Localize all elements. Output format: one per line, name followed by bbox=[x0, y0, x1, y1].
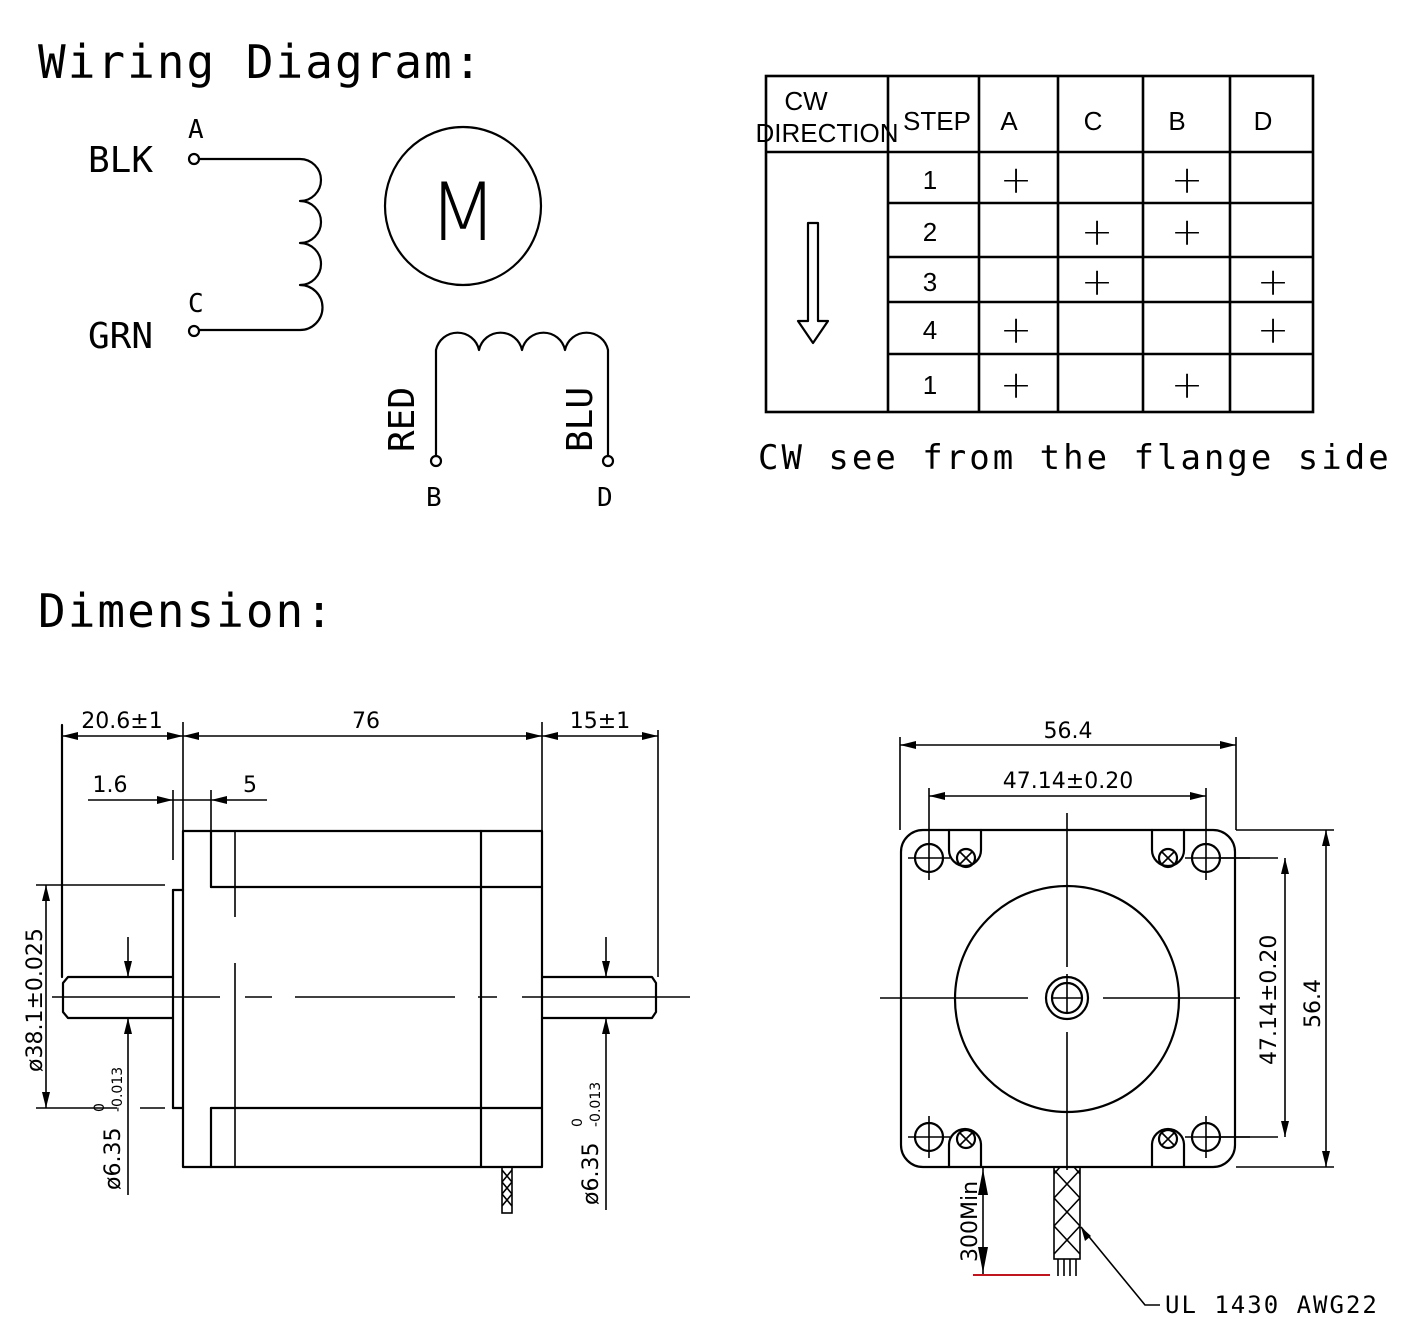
energized-mark-b: + bbox=[1171, 363, 1203, 407]
energized-mark-a: + bbox=[1000, 158, 1032, 202]
dim-hole-spacing-horizontal: 47.14±0.20 bbox=[1003, 769, 1133, 794]
screw-tab-tr bbox=[1150, 828, 1186, 869]
table-row: 1 + + bbox=[923, 363, 1203, 407]
terminal-label-d: D bbox=[597, 483, 613, 513]
wiring-diagram-title: Wiring Diagram: bbox=[38, 35, 483, 89]
wire-label-red: RED bbox=[382, 387, 423, 452]
step-number: 1 bbox=[923, 165, 937, 195]
header-b: B bbox=[1168, 106, 1185, 136]
coil-1: BLK A GRN C bbox=[88, 115, 324, 357]
dim-front-shaft-length: 20.6±1 bbox=[81, 709, 162, 734]
dim-front-shaft-upper-tol: 0 bbox=[92, 1103, 108, 1112]
dim-front-shaft-diameter: ø6.35 bbox=[101, 1128, 126, 1190]
dim-body-length: 76 bbox=[352, 709, 380, 734]
front-view: 56.4 47.14±0.20 47.14±0.20 56.4 300Min U… bbox=[880, 719, 1379, 1319]
dim-pilot-diameter: ø38.1±0.025 bbox=[23, 928, 48, 1072]
header-d: D bbox=[1254, 106, 1273, 136]
dim-rear-shaft-diameter: ø6.35 bbox=[579, 1143, 604, 1205]
coil-2-winding bbox=[434, 331, 610, 458]
side-view: 20.6±1 76 15±1 1.6 5 ø38.1±0.025 ø6.35 0… bbox=[23, 709, 690, 1214]
table-row: 2 + + bbox=[923, 210, 1203, 254]
energized-mark-c: + bbox=[1081, 210, 1113, 254]
dimension-title: Dimension: bbox=[38, 584, 335, 638]
energized-mark-c: + bbox=[1081, 260, 1113, 304]
dim-flange-thickness: 5 bbox=[243, 773, 257, 798]
table-row: 3 + + bbox=[923, 260, 1289, 304]
motor-body bbox=[181, 829, 544, 1169]
header-a: A bbox=[1000, 106, 1018, 136]
mounting-hole-tr bbox=[1185, 838, 1250, 880]
table-rows: 1++2++3++4++1++ bbox=[923, 158, 1289, 407]
lead-cable bbox=[1053, 1166, 1081, 1260]
mounting-hole-tl bbox=[908, 838, 950, 880]
energized-mark-a: + bbox=[1000, 363, 1032, 407]
header-step: STEP bbox=[903, 106, 971, 136]
lead-wire-ends bbox=[1057, 1259, 1077, 1276]
energized-mark-b: + bbox=[1171, 158, 1203, 202]
dim-overall-height: 56.4 bbox=[1301, 979, 1326, 1028]
dim-rear-shaft-length: 15±1 bbox=[570, 709, 630, 734]
screw-tab-tl bbox=[947, 828, 983, 869]
header-c: C bbox=[1084, 106, 1103, 136]
energized-mark-d: + bbox=[1257, 308, 1289, 352]
motor-letter: M bbox=[428, 166, 497, 259]
motor-circle-icon bbox=[383, 125, 543, 287]
screw-tab-br bbox=[1150, 1127, 1186, 1169]
mounting-hole-bl bbox=[908, 1116, 950, 1158]
front-centerlines bbox=[880, 813, 1240, 1170]
terminal-a-icon bbox=[187, 152, 201, 166]
dim-rear-shaft-upper-tol: 0 bbox=[570, 1118, 586, 1127]
step-number: 2 bbox=[923, 217, 937, 247]
direction-down-arrow-icon bbox=[796, 221, 830, 345]
table-row: 1 + + bbox=[923, 158, 1203, 202]
screw-tab-bl bbox=[947, 1127, 983, 1169]
header-cw: CW bbox=[784, 86, 828, 116]
wire-label-grn: GRN bbox=[88, 316, 153, 357]
table-border bbox=[764, 74, 1315, 414]
terminal-label-b: B bbox=[426, 483, 442, 513]
step-number: 3 bbox=[923, 267, 937, 297]
step-number: 4 bbox=[923, 315, 937, 345]
dim-rear-shaft-lower-tol: -0.013 bbox=[588, 1082, 604, 1127]
coil-1-winding bbox=[197, 157, 324, 332]
lead-spec: UL 1430 AWG22 bbox=[1165, 1291, 1379, 1319]
dim-pilot-thickness: 1.6 bbox=[93, 773, 128, 798]
terminal-b-icon bbox=[429, 454, 443, 468]
terminal-label-a: A bbox=[188, 115, 204, 145]
motor-symbol: M bbox=[383, 125, 543, 287]
coil-2: RED BLU B D bbox=[382, 331, 615, 513]
terminal-label-c: C bbox=[188, 289, 204, 319]
energized-mark-b: + bbox=[1171, 210, 1203, 254]
wire-label-blu: BLU bbox=[560, 387, 601, 452]
terminal-c-icon bbox=[187, 324, 201, 338]
lead-wire bbox=[501, 1166, 513, 1214]
energized-mark-a: + bbox=[1000, 308, 1032, 352]
step-number: 1 bbox=[923, 370, 937, 400]
wire-label-blk: BLK bbox=[88, 140, 153, 181]
lead-spec-leader bbox=[1080, 1226, 1160, 1306]
header-direction: DIRECTION bbox=[756, 118, 899, 148]
dim-lead-length: 300Min bbox=[958, 1181, 983, 1262]
table-row: 4 + + bbox=[923, 308, 1289, 352]
dim-hole-spacing-vertical: 47.14±0.20 bbox=[1257, 935, 1282, 1065]
dim-front-shaft-lower-tol: -0.013 bbox=[110, 1067, 126, 1112]
terminal-d-icon bbox=[601, 454, 615, 468]
step-sequence-table: CW DIRECTION STEP A C B D 1++2++3++4++1+… bbox=[756, 74, 1315, 414]
energized-mark-d: + bbox=[1257, 260, 1289, 304]
dim-overall-width: 56.4 bbox=[1044, 719, 1093, 744]
table-note: CW see from the flange side bbox=[758, 438, 1392, 478]
